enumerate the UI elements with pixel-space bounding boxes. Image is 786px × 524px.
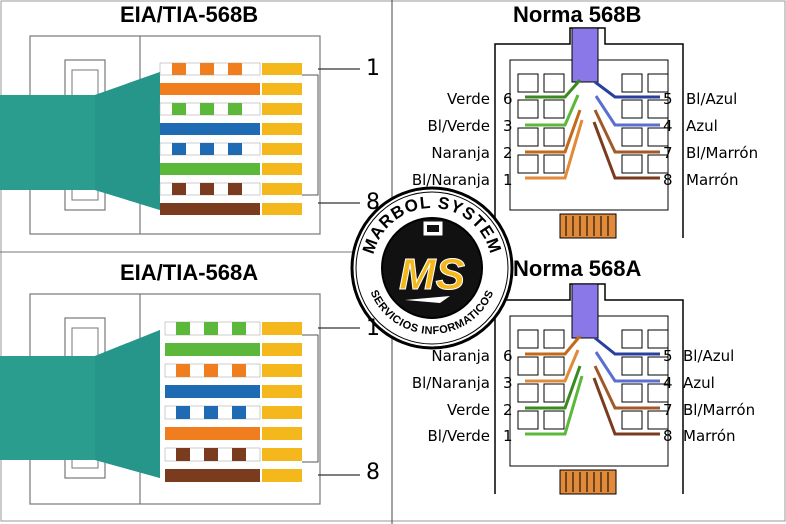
plug-568a-pin-first: 1 bbox=[366, 316, 380, 341]
plug-568b bbox=[0, 35, 360, 235]
568b-right-pin-2: 4 bbox=[663, 117, 673, 135]
568b-left-label-2: Bl/Verde bbox=[427, 117, 491, 135]
title-norma-568b: Norma 568B bbox=[513, 2, 642, 27]
568a-left-label-1: Naranja bbox=[431, 347, 490, 365]
568a-left-label-3: Verde bbox=[447, 401, 490, 419]
plug-568b-pin-last: 8 bbox=[366, 190, 380, 215]
568b-left-label-4: Bl/Naranja bbox=[411, 171, 490, 189]
568b-right-pin-1: 5 bbox=[663, 90, 673, 108]
568a-left-label-4: Bl/Verde bbox=[427, 427, 491, 445]
568a-left-label-2: Bl/Naranja bbox=[411, 374, 490, 392]
568a-left-pin-2: 3 bbox=[503, 374, 513, 392]
568b-left-pin-1: 6 bbox=[503, 90, 513, 108]
568b-right-label-1: Bl/Azul bbox=[686, 90, 738, 108]
logo-initials: MS bbox=[399, 250, 465, 299]
568a-right-label-3: Bl/Marrón bbox=[683, 401, 756, 419]
title-norma-568a: Norma 568A bbox=[513, 256, 642, 281]
568b-right-label-3: Bl/Marrón bbox=[686, 144, 759, 162]
568a-right-pin-3: 7 bbox=[663, 401, 673, 419]
568b-right-pin-4: 8 bbox=[663, 171, 673, 189]
568b-right-label-4: Marrón bbox=[686, 171, 739, 189]
568a-right-label-1: Bl/Azul bbox=[683, 347, 735, 365]
568a-right-label-4: Marrón bbox=[683, 427, 736, 445]
568a-left-pin-1: 6 bbox=[503, 347, 513, 365]
568b-right-label-2: Azul bbox=[686, 117, 718, 135]
568a-left-pin-3: 2 bbox=[503, 401, 513, 419]
568b-left-label-1: Verde bbox=[447, 90, 490, 108]
568b-left-label-3: Naranja bbox=[431, 144, 490, 162]
568a-right-pin-1: 5 bbox=[663, 347, 673, 365]
title-568b-plug: EIA/TIA-568B bbox=[120, 2, 259, 27]
568b-left-pin-4: 1 bbox=[503, 171, 513, 189]
568a-right-label-2: Azul bbox=[683, 374, 715, 392]
wires-568b bbox=[159, 62, 261, 215]
title-568a-plug: EIA/TIA-568A bbox=[120, 260, 259, 285]
568b-left-pin-3: 2 bbox=[503, 144, 513, 162]
wires-568a bbox=[164, 321, 261, 482]
marbol-system-logo: MARBOL SYSTEM SERVICIOS INFORMATICOS MS bbox=[350, 186, 514, 350]
plug-568b-pin-first: 1 bbox=[366, 56, 380, 81]
plug-568a bbox=[0, 293, 360, 505]
568a-left-pin-4: 1 bbox=[503, 427, 513, 445]
jack-568a bbox=[494, 283, 684, 495]
568a-right-pin-2: 4 bbox=[663, 374, 673, 392]
jack-568b bbox=[494, 27, 684, 239]
plug-568a-pin-last: 8 bbox=[366, 460, 380, 485]
568a-right-pin-4: 8 bbox=[663, 427, 673, 445]
568b-left-pin-2: 3 bbox=[503, 117, 513, 135]
568b-right-pin-3: 7 bbox=[663, 144, 673, 162]
